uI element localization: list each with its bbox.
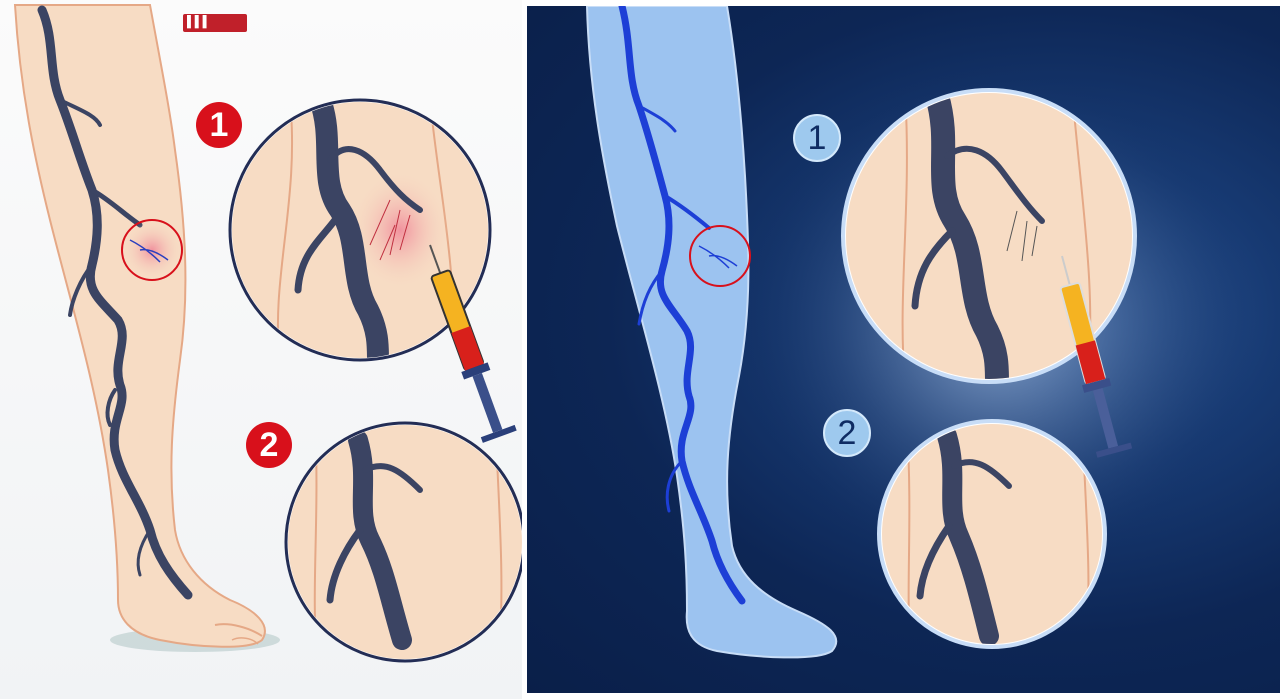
highlight-ring <box>689 225 751 287</box>
step-badge-2: 2 <box>246 422 292 468</box>
magnifier-circle <box>228 98 492 362</box>
step-badge-2: 2 <box>823 409 871 457</box>
magnifier-circle <box>877 419 1107 649</box>
left-panel-before: ▌▌▌ <box>0 0 522 699</box>
step-badge-1: 1 <box>196 102 242 148</box>
vein-icon <box>37 5 193 600</box>
vein-icon <box>618 6 746 605</box>
highlight-ring <box>121 219 183 281</box>
right-panel-after: 1 2 <box>527 6 1280 693</box>
watermark-logo: ▌▌▌ <box>183 14 247 32</box>
syringe-icon <box>429 244 517 443</box>
step-badge-1: 1 <box>793 114 841 162</box>
magnifier-circle <box>284 421 522 663</box>
left-leg-illustration <box>13 4 522 663</box>
right-leg-illustration <box>585 6 1257 659</box>
syringe-icon <box>1059 255 1133 458</box>
